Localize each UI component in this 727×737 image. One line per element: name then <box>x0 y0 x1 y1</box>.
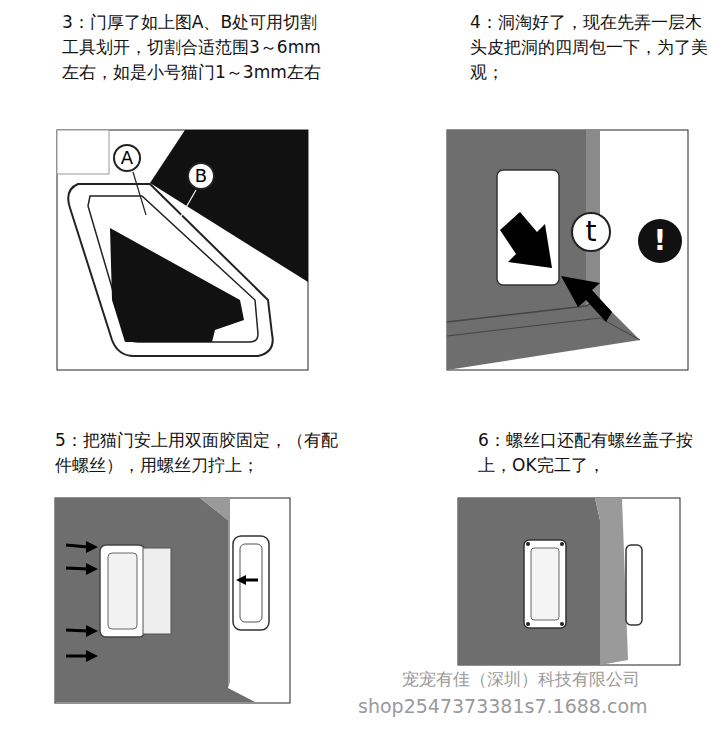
drawing-shape <box>233 536 269 630</box>
drawing-shape <box>458 498 600 665</box>
panel-cut <box>57 130 308 370</box>
drawing-shape <box>200 498 230 688</box>
drawing-shape <box>100 545 145 637</box>
drawing-shape <box>86 563 98 575</box>
drawing-shape <box>526 542 530 546</box>
drawing-shape <box>143 548 171 634</box>
drawing-shape <box>180 190 196 218</box>
drawing-shape <box>526 622 530 626</box>
callout-circle: t <box>571 212 611 252</box>
step-caption: 3：门厚了如上图A、B处可用切割工具划开，切割合适范围3～6mm左右，如是小号猫… <box>62 10 334 85</box>
step-caption: 6：螺丝口还配有螺丝盖子按上，OK完工了， <box>478 428 710 478</box>
drawing-shape <box>560 622 564 626</box>
drawing-shape <box>57 130 308 370</box>
callout-letter: A <box>121 149 133 167</box>
drawing-shape <box>55 498 290 703</box>
watermark-text: 宠宠有佳（深圳）科技有限公司 <box>402 668 712 690</box>
drawing-shape <box>236 575 246 585</box>
drawing-shape <box>110 228 244 342</box>
panel-done <box>458 498 680 665</box>
drawing-shape <box>66 568 88 569</box>
drawing-shape <box>447 130 640 370</box>
drawing-shape <box>531 548 559 620</box>
drawing-shape <box>57 130 109 174</box>
step-caption: 4：洞淘好了，现在先弄一层木头皮把洞的四周包一下，为了美观； <box>470 10 710 85</box>
callout-circle: B <box>187 162 215 190</box>
drawing-shape <box>86 650 98 662</box>
watermark-text: shop2547373381s7.1688.com <box>358 694 718 718</box>
drawing-shape <box>524 540 566 628</box>
drawing-shape <box>447 318 640 340</box>
drawing-shape <box>561 276 612 322</box>
callout-circle: A <box>113 144 141 172</box>
drawing-shape <box>500 212 552 268</box>
callout-letter: ! <box>654 227 667 255</box>
drawing-shape <box>133 172 146 215</box>
drawing-shape <box>244 579 258 582</box>
drawing-shape <box>595 498 628 665</box>
drawing-shape <box>458 498 680 665</box>
callout-circle: ! <box>638 219 682 263</box>
callout-letter: B <box>195 167 207 185</box>
drawing-shape <box>66 630 88 631</box>
drawing-shape <box>626 545 642 625</box>
drawing-shape <box>86 625 98 637</box>
drawing-shape <box>55 498 255 702</box>
drawing-shape <box>560 542 564 546</box>
panel-mount <box>55 498 290 703</box>
drawing-shape <box>497 170 559 285</box>
drawing-shape <box>88 196 258 342</box>
drawing-shape <box>86 541 98 553</box>
drawing-shape <box>447 130 688 370</box>
step-caption: 5：把猫门安上用双面胶固定，（有配件螺丝），用螺丝刀拧上； <box>55 428 340 478</box>
drawing-shape <box>66 541 258 662</box>
drawing-shape <box>66 545 88 547</box>
callout-letter: t <box>586 218 597 246</box>
drawing-shape <box>108 553 137 629</box>
drawing-shape <box>66 655 88 658</box>
drawing-shape <box>68 184 273 356</box>
panel-trim <box>447 130 688 370</box>
